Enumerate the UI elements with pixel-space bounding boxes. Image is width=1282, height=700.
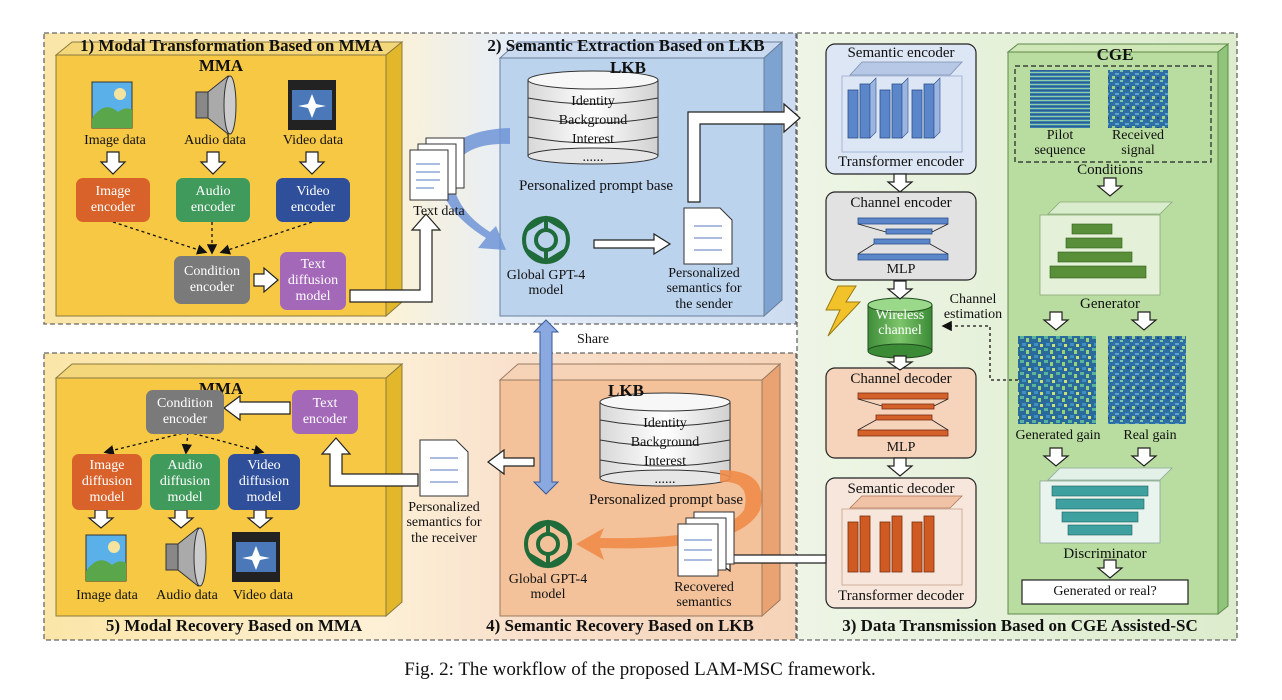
transformer-decoder-graphic bbox=[841, 495, 963, 586]
mma-bottom-connectors bbox=[103, 431, 265, 456]
generated-gain-label: Generated gain bbox=[1015, 428, 1101, 443]
db-bottom-item-identity: Identity bbox=[643, 416, 687, 431]
semantics-receiver-doc-icon bbox=[419, 439, 469, 497]
mlp-encoder-graphic bbox=[857, 217, 949, 261]
semantic-decoder-label: Semantic decoder bbox=[847, 481, 955, 497]
image-data-label-bottom: Image data bbox=[76, 588, 138, 603]
discriminator-graphic bbox=[1039, 467, 1173, 544]
db-top-item-identity: Identity bbox=[571, 94, 615, 109]
lightning-icon bbox=[825, 285, 862, 337]
gpt-logo-bottom-icon bbox=[524, 519, 572, 569]
transformer-encoder-label: Transformer encoder bbox=[838, 154, 964, 170]
video-data-label-bottom: Video data bbox=[232, 588, 294, 603]
text-data-doc-icon bbox=[409, 137, 465, 201]
db-top-item-more: ...... bbox=[582, 150, 604, 165]
image-icon-top bbox=[91, 81, 133, 129]
db-bottom-item-background: Background bbox=[630, 435, 700, 450]
transformer-decoder-label: Transformer decoder bbox=[838, 588, 964, 604]
audio-data-label-bottom: Audio data bbox=[156, 588, 218, 603]
discriminator-label: Discriminator bbox=[1063, 546, 1147, 562]
video-icon-top bbox=[288, 80, 336, 130]
real-gain-graphic bbox=[1108, 336, 1186, 424]
mlp-encoder-label: MLP bbox=[886, 262, 916, 277]
section-2-title: 2) Semantic Extraction Based on LKB bbox=[487, 36, 765, 55]
generated-or-real-label: Generated or real? bbox=[1053, 584, 1157, 599]
real-gain-label: Real gain bbox=[1123, 428, 1177, 443]
section-4-title: 4) Semantic Recovery Based on LKB bbox=[486, 616, 754, 635]
prompt-base-bottom-label: Personalized prompt base bbox=[588, 492, 744, 508]
video-icon-bottom bbox=[232, 532, 280, 582]
db-top-item-background: Background bbox=[558, 113, 628, 128]
video-data-label-top: Video data bbox=[282, 133, 344, 148]
mma-top-title: MMA bbox=[198, 56, 244, 75]
channel-decoder-label: Channel decoder bbox=[850, 371, 952, 387]
image-data-label-top: Image data bbox=[84, 133, 146, 148]
generator-label: Generator bbox=[1080, 296, 1140, 312]
transformer-encoder-graphic bbox=[841, 61, 963, 153]
db-bottom-item-more: ...... bbox=[654, 472, 676, 487]
mlp-decoder-label: MLP bbox=[886, 440, 916, 455]
section-5-title: 5) Modal Recovery Based on MMA bbox=[105, 616, 363, 635]
generator-graphic bbox=[1039, 201, 1173, 296]
database-bottom-graphic bbox=[599, 392, 731, 487]
semantic-encoder-label: Semantic encoder bbox=[847, 45, 955, 61]
channel-encoder-label: Channel encoder bbox=[850, 195, 952, 211]
recovered-semantics-doc-icon bbox=[677, 511, 735, 577]
share-label: Share bbox=[577, 332, 609, 347]
block-arrows bbox=[87, 102, 1158, 579]
lkb-bottom-title: LKB bbox=[608, 381, 644, 400]
gpt-logo-top-icon bbox=[522, 215, 570, 265]
image-icon-bottom bbox=[85, 534, 127, 582]
share-arrow bbox=[532, 319, 560, 495]
lkb-top-title: LKB bbox=[610, 58, 646, 77]
database-top-graphic bbox=[527, 70, 659, 165]
mma-top-connectors bbox=[112, 221, 313, 255]
speaker-icon-bottom bbox=[165, 526, 207, 588]
semantics-sender-doc-icon bbox=[683, 207, 733, 265]
db-bottom-item-interest: Interest bbox=[644, 454, 686, 469]
db-top-item-interest: Interest bbox=[572, 132, 614, 147]
section-3-title: 3) Data Transmission Based on CGE Assist… bbox=[842, 616, 1198, 635]
cge-title: CGE bbox=[1096, 45, 1134, 64]
speaker-icon-top bbox=[195, 74, 237, 136]
prompt-base-top-label: Personalized prompt base bbox=[518, 178, 674, 194]
generated-or-real-box bbox=[1021, 579, 1189, 605]
mlp-decoder-graphic bbox=[857, 392, 949, 437]
section-1-title: 1) Modal Transformation Based on MMA bbox=[80, 36, 384, 55]
pilot-sequence-graphic bbox=[1030, 70, 1090, 128]
text-data-label: Text data bbox=[413, 204, 465, 219]
audio-data-label-top: Audio data bbox=[184, 133, 246, 148]
channel-estimation-link bbox=[941, 320, 1018, 381]
conditions-label: Conditions bbox=[1077, 162, 1143, 178]
received-signal-graphic bbox=[1108, 70, 1168, 128]
figure-caption: Fig. 2: The workflow of the proposed LAM… bbox=[404, 659, 876, 680]
generated-gain-graphic bbox=[1018, 336, 1096, 424]
